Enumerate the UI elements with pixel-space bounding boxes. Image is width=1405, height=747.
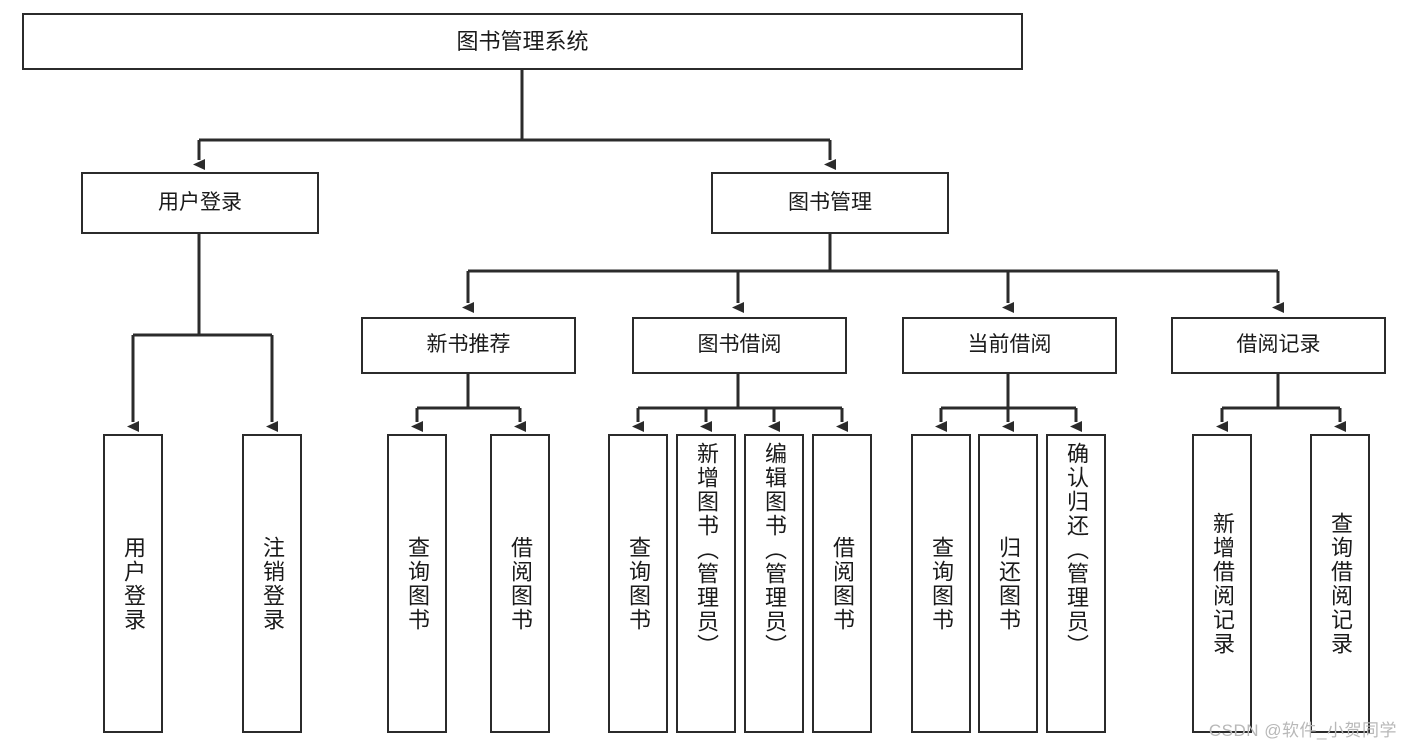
leaf-borrow-book-2-label: 借阅图书 bbox=[829, 535, 855, 632]
node-borrow-records-label: 借阅记录 bbox=[1236, 333, 1321, 357]
leaf-query-book-2-label: 查询图书 bbox=[625, 535, 651, 632]
leaf-query-book-1-label: 查询图书 bbox=[404, 535, 430, 632]
leaf-user-logout-label: 注销登录 bbox=[259, 535, 285, 632]
leaf-user-logout[interactable]: 注销登录 bbox=[242, 434, 302, 733]
node-borrow-records[interactable]: 借阅记录 bbox=[1171, 317, 1386, 374]
leaf-add-book-label: 新增图书（管理员） bbox=[693, 442, 719, 658]
node-new-book-recommend-label: 新书推荐 bbox=[426, 333, 511, 357]
leaf-query-borrow-record-label: 查询借阅记录 bbox=[1327, 511, 1353, 656]
leaf-borrow-book-1[interactable]: 借阅图书 bbox=[490, 434, 550, 733]
leaf-add-book[interactable]: 新增图书（管理员） bbox=[676, 434, 736, 733]
leaf-confirm-return-label: 确认归还（管理员） bbox=[1063, 442, 1089, 658]
leaf-add-borrow-record-label: 新增借阅记录 bbox=[1209, 511, 1235, 656]
leaf-edit-book[interactable]: 编辑图书（管理员） bbox=[744, 434, 804, 733]
leaf-edit-book-label: 编辑图书（管理员） bbox=[761, 442, 787, 658]
node-root-label: 图书管理系统 bbox=[456, 28, 589, 54]
node-current-borrow-label: 当前借阅 bbox=[967, 333, 1052, 357]
node-user-login[interactable]: 用户登录 bbox=[81, 172, 319, 234]
node-user-login-label: 用户登录 bbox=[158, 190, 242, 214]
node-root[interactable]: 图书管理系统 bbox=[22, 13, 1023, 70]
node-current-borrow[interactable]: 当前借阅 bbox=[902, 317, 1117, 374]
node-book-borrow-label: 图书借阅 bbox=[697, 333, 782, 357]
leaf-confirm-return[interactable]: 确认归还（管理员） bbox=[1046, 434, 1106, 733]
node-new-book-recommend[interactable]: 新书推荐 bbox=[361, 317, 576, 374]
node-book-management[interactable]: 图书管理 bbox=[711, 172, 949, 234]
leaf-borrow-book-2[interactable]: 借阅图书 bbox=[812, 434, 872, 733]
leaf-borrow-book-1-label: 借阅图书 bbox=[507, 535, 533, 632]
leaf-query-book-3-label: 查询图书 bbox=[928, 535, 954, 632]
node-book-management-label: 图书管理 bbox=[788, 190, 872, 214]
leaf-return-book[interactable]: 归还图书 bbox=[978, 434, 1038, 733]
leaf-query-book-2[interactable]: 查询图书 bbox=[608, 434, 668, 733]
leaf-user-login-label: 用户登录 bbox=[120, 535, 146, 632]
node-book-borrow[interactable]: 图书借阅 bbox=[632, 317, 847, 374]
leaf-query-book-3[interactable]: 查询图书 bbox=[911, 434, 971, 733]
leaf-return-book-label: 归还图书 bbox=[995, 535, 1021, 632]
leaf-query-borrow-record[interactable]: 查询借阅记录 bbox=[1310, 434, 1370, 733]
leaf-add-borrow-record[interactable]: 新增借阅记录 bbox=[1192, 434, 1252, 733]
leaf-user-login[interactable]: 用户登录 bbox=[103, 434, 163, 733]
leaf-query-book-1[interactable]: 查询图书 bbox=[387, 434, 447, 733]
